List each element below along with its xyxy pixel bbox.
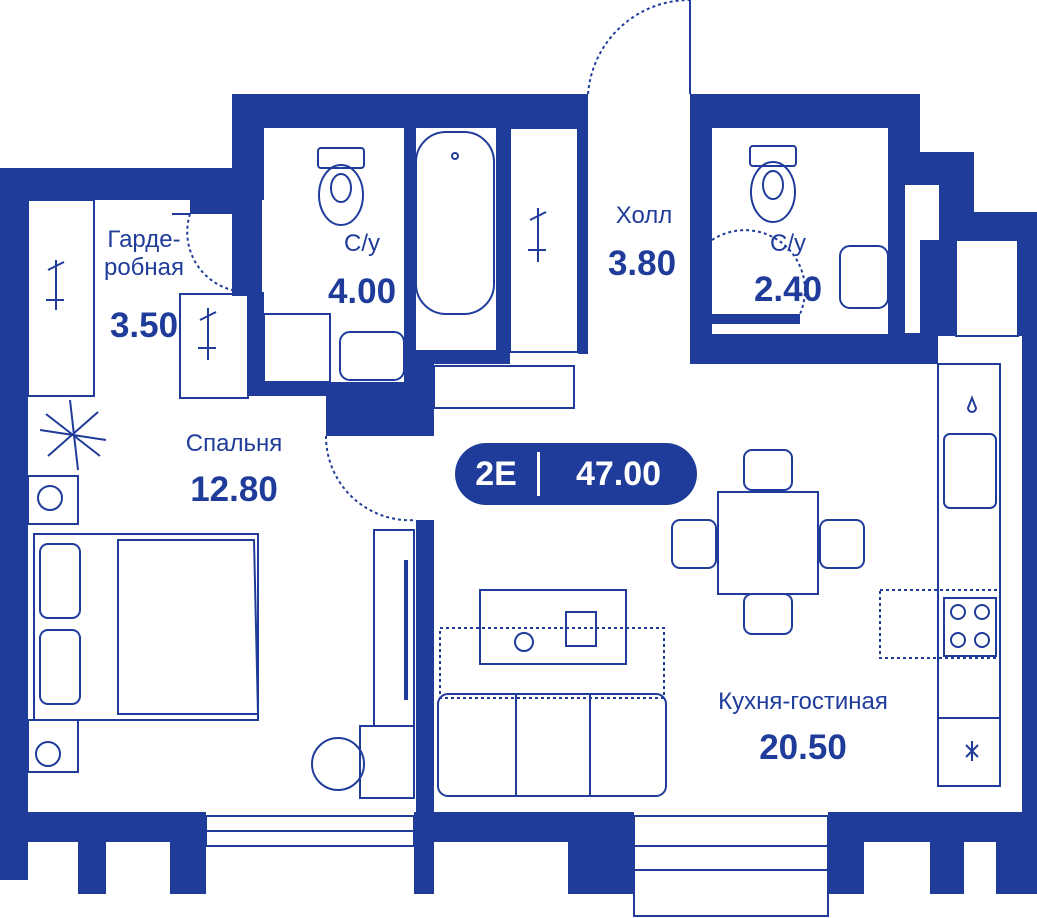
- apartment-code: 2E: [475, 454, 517, 493]
- fixtures: [27, 0, 1019, 917]
- apartment-total-area: 47.00: [575, 454, 662, 493]
- hall-area: 3.80: [607, 244, 677, 283]
- wardrobe-name-line1: Гарде-: [107, 226, 181, 253]
- walls: [0, 94, 1037, 894]
- kitchen-living-name: Кухня-гостиная: [718, 688, 888, 715]
- bedroom-area: 12.80: [190, 470, 278, 509]
- bathroom-1-area: 4.00: [327, 272, 397, 311]
- bathroom-2-name: С/у: [770, 230, 806, 257]
- bathroom-2-area: 2.40: [753, 270, 823, 309]
- hall-name: Холл: [615, 202, 673, 229]
- bedroom-name: Спальня: [185, 430, 283, 457]
- kitchen-living-area: 20.50: [759, 728, 847, 767]
- apartment-badge: 2E 47.00: [455, 443, 697, 505]
- room-label-wardrobe: Гарде- робная: [90, 226, 198, 282]
- badge-separator: [537, 452, 540, 496]
- wardrobe-name-line2: робная: [103, 254, 185, 281]
- wardrobe-area: 3.50: [109, 306, 179, 345]
- bathroom-1-name: С/у: [344, 230, 380, 257]
